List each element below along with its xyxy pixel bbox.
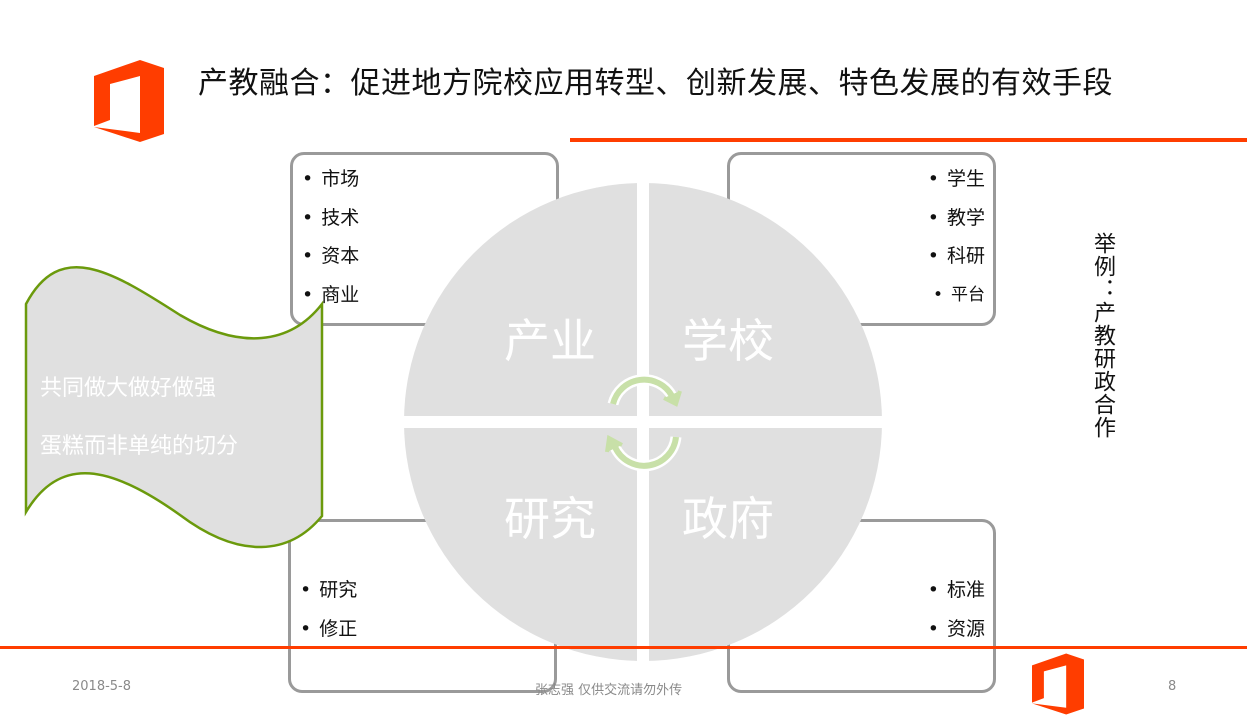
quadrant-label-government: 政府 (682, 492, 774, 546)
wave-banner (24, 266, 324, 549)
footer-author: 张志强 仅供交流请勿外传 (535, 683, 683, 698)
research-list: 研究 修正 (300, 571, 357, 648)
list-item: 研究 (300, 571, 357, 610)
quadrant-label-research: 研究 (504, 492, 596, 546)
page-number: 8 (1168, 679, 1177, 694)
cycle-arrows-icon (605, 374, 682, 472)
footer-line (0, 646, 1247, 649)
footer-date: 2018-5-8 (72, 679, 132, 694)
quadrant-school (649, 183, 882, 416)
list-item: 技术 (302, 199, 359, 238)
office-logo-icon (94, 60, 164, 142)
page-title: 产教融合：促进地方院校应用转型、创新发展、特色发展的有效手段 (198, 66, 1113, 101)
quadrant-label-industry: 产业 (504, 314, 596, 368)
office-logo-icon (1032, 653, 1084, 715)
list-item: 平台 (928, 276, 985, 315)
government-list: 标准 资源 (928, 571, 985, 648)
list-item: 资源 (928, 610, 985, 649)
list-item: 市场 (302, 160, 359, 199)
title-underline (570, 138, 1247, 142)
banner-line: 蛋糕而非单纯的切分 (40, 434, 239, 459)
school-list: 学生 教学 科研 平台 (928, 160, 985, 314)
side-note: 举例：产教研政合作 (1090, 232, 1115, 439)
quadrant-industry (404, 183, 637, 416)
banner-line: 共同做大做好做强 (40, 376, 217, 401)
list-item: 学生 (928, 160, 985, 199)
quadrant-label-school: 学校 (682, 314, 774, 368)
list-item: 科研 (928, 237, 985, 276)
list-item: 标准 (928, 571, 985, 610)
list-item: 教学 (928, 199, 985, 238)
list-item: 商业 (302, 276, 359, 315)
list-item: 修正 (300, 610, 357, 649)
list-item: 资本 (302, 237, 359, 276)
industry-list: 市场 技术 资本 商业 (302, 160, 359, 314)
